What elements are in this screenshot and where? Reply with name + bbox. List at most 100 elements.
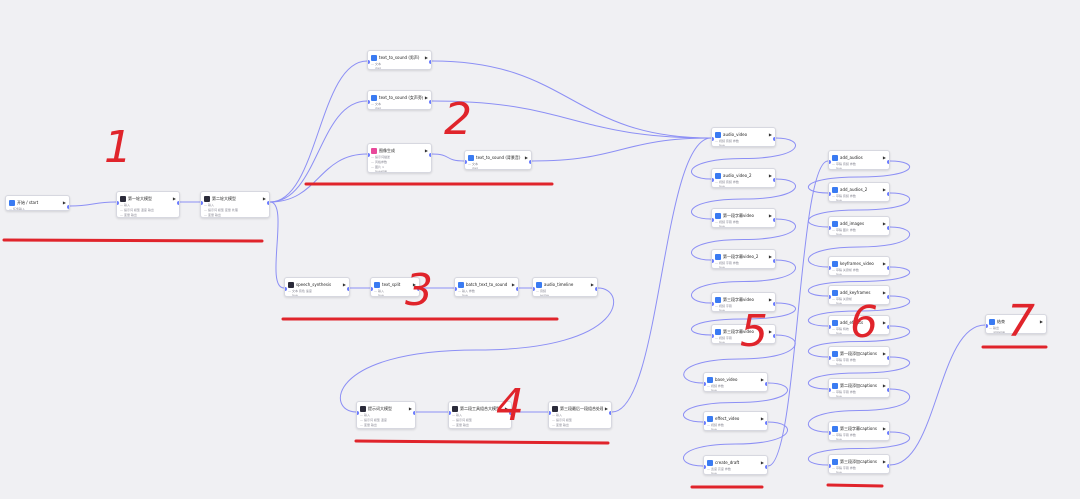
workflow-node[interactable]: 提示词大模型▶— 输入— 提示词 模型 温度— 变量 输出 [356,401,416,429]
run-node-icon[interactable]: ▶ [882,261,886,266]
workflow-node[interactable]: 第三段最后一段组合处理大模型▶— 输入— 提示词 模型— 变量 输出 [548,401,612,429]
output-port[interactable] [67,205,69,209]
run-node-icon[interactable]: ▶ [768,213,772,218]
output-port[interactable] [765,382,767,386]
run-node-icon[interactable]: ▶ [768,329,772,334]
run-node-icon[interactable]: ▶ [760,416,764,421]
workflow-node[interactable]: 结束▶— 输出— 返回结果 [985,314,1047,334]
input-port[interactable] [704,421,706,425]
workflow-node[interactable]: audio_timeline▶— 音频— 时间线 [532,277,598,297]
run-node-icon[interactable]: ▶ [511,282,515,287]
run-node-icon[interactable]: ▶ [424,55,428,60]
workflow-node[interactable]: 第三段字幕captions▶— 草稿 字幕 参数— 输出 [828,421,890,441]
input-port[interactable] [449,411,451,415]
input-port[interactable] [829,192,831,196]
run-node-icon[interactable]: ▶ [604,406,608,411]
workflow-node[interactable]: text_to_sound (女声旁白)▶— 文本— 音频 [367,90,432,110]
output-port[interactable] [413,411,415,415]
run-node-icon[interactable]: ▶ [412,282,416,287]
input-port[interactable] [829,388,831,392]
run-node-icon[interactable]: ▶ [172,196,176,201]
workflow-node[interactable]: create_draft▶— 宽度 高度 参数— 输出 [703,455,768,475]
input-port[interactable] [829,431,831,435]
input-port[interactable] [371,287,373,291]
output-port[interactable] [429,60,431,64]
workflow-node[interactable]: keyframes_video▶— 草稿 关键帧 参数— 输出 [828,256,890,276]
input-port[interactable] [829,295,831,299]
output-port[interactable] [887,356,889,360]
input-port[interactable] [829,160,831,164]
run-node-icon[interactable]: ▶ [760,377,764,382]
run-node-icon[interactable]: ▶ [882,187,886,192]
workflow-node[interactable]: 图像生成▶— 提示词描述— 风格参数— 图片 ×— 输出结果 [367,143,432,173]
input-port[interactable] [533,287,535,291]
output-port[interactable] [609,411,611,415]
input-port[interactable] [201,201,203,205]
output-port[interactable] [887,431,889,435]
workflow-node[interactable]: audio_video_2▶— 视频 音频 参数— 输出 [711,168,776,188]
workflow-node[interactable]: audio_video▶— 视频 音频 参数— 输出 [711,127,776,147]
run-node-icon[interactable]: ▶ [882,320,886,325]
output-port[interactable] [887,388,889,392]
input-port[interactable] [829,266,831,270]
output-port[interactable] [887,160,889,164]
workflow-node[interactable]: base_video▶— 视频 参数— 输出 [703,372,768,392]
workflow-node[interactable]: 第二段工具组合大模型▶— 输入— 提示词 模型— 变量 输出 [448,401,512,429]
output-port[interactable] [529,160,531,164]
output-port[interactable] [773,178,775,182]
output-port[interactable] [177,201,179,205]
run-node-icon[interactable]: ▶ [768,297,772,302]
workflow-node[interactable]: add_effects▶— 草稿 特效— 输出 [828,315,890,335]
output-port[interactable] [347,287,349,291]
run-node-icon[interactable]: ▶ [62,200,66,205]
input-port[interactable] [368,100,370,104]
output-port[interactable] [887,266,889,270]
workflow-node[interactable]: 第一段字幕video_2▶— 视频 字幕 参数— 输出 [711,249,776,269]
output-port[interactable] [516,287,518,291]
run-node-icon[interactable]: ▶ [882,351,886,356]
input-port[interactable] [704,465,706,469]
input-port[interactable] [986,324,988,328]
input-port[interactable] [465,160,467,164]
workflow-node[interactable]: text_split▶— 输入— 输出 [370,277,420,297]
workflow-node[interactable]: 第一段字幕video▶— 视频 字幕 参数— 输出 [711,208,776,228]
input-port[interactable] [712,178,714,182]
workflow-node[interactable]: add_keyframes▶— 草稿 关键帧— 输出 [828,285,890,305]
workflow-node[interactable]: speech_synthesis▶— 文本 音色 速度— 输出 [284,277,350,297]
run-node-icon[interactable]: ▶ [882,459,886,464]
run-node-icon[interactable]: ▶ [424,95,428,100]
run-node-icon[interactable]: ▶ [342,282,346,287]
workflow-node[interactable]: batch_text_to_sound▶— 输入 参数— 输出 [454,277,519,297]
workflow-node[interactable]: 第三段字幕video▶— 视频 字幕— 输出 [711,324,776,344]
run-node-icon[interactable]: ▶ [524,155,528,160]
input-port[interactable] [712,259,714,263]
output-port[interactable] [417,287,419,291]
input-port[interactable] [549,411,551,415]
input-port[interactable] [368,153,370,157]
workflow-node[interactable]: 第三段字幕video▶— 视频 字幕— 输出 [711,292,776,312]
run-node-icon[interactable]: ▶ [504,406,508,411]
run-node-icon[interactable]: ▶ [882,426,886,431]
output-port[interactable] [773,137,775,141]
output-port[interactable] [887,192,889,196]
output-port[interactable] [887,464,889,468]
output-port[interactable] [595,287,597,291]
run-node-icon[interactable]: ▶ [408,406,412,411]
workflow-node[interactable]: 第一轮大模型▶— 输入— 提示词 模型 温度 输出— 变量 输出 [116,191,180,218]
run-node-icon[interactable]: ▶ [760,460,764,465]
workflow-node[interactable]: text_to_sound (背景音)▶— 文本— 音频 [464,150,532,170]
workflow-node[interactable]: 开始 / start▶— 任务输入— 配置项 [5,195,70,211]
input-port[interactable] [712,218,714,222]
input-port[interactable] [712,302,714,306]
run-node-icon[interactable]: ▶ [1039,319,1043,324]
output-port[interactable] [267,201,269,205]
output-port[interactable] [773,218,775,222]
run-node-icon[interactable]: ▶ [882,383,886,388]
output-port[interactable] [887,226,889,230]
workflow-node[interactable]: 第三段添加captions▶— 草稿 字幕 参数— 输出 [828,454,890,474]
output-port[interactable] [773,302,775,306]
run-node-icon[interactable]: ▶ [882,221,886,226]
workflow-node[interactable]: 第一段添加captions▶— 草稿 字幕 参数— 输出 [828,346,890,366]
output-port[interactable] [773,334,775,338]
